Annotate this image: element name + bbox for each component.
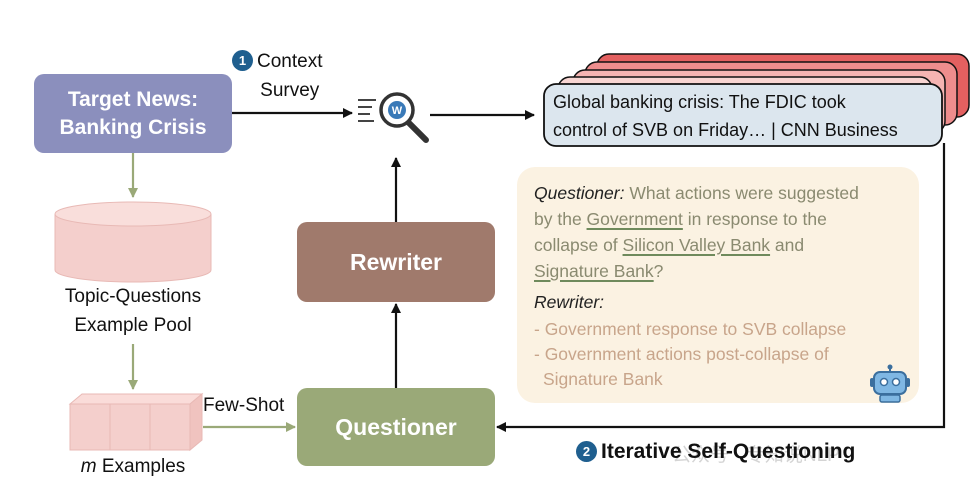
q-text-6: ? — [653, 261, 664, 281]
example-pool-cylinder — [54, 201, 212, 283]
q-text-4: collapse of — [534, 235, 623, 255]
rewriter-node: Rewriter — [297, 222, 495, 302]
search-result-text: Global banking crisis: The FDIC took con… — [553, 88, 933, 144]
few-shot-label: Few-Shot — [203, 395, 285, 416]
q-entity-svb: Silicon Valley Bank — [622, 235, 771, 255]
example-panel — [517, 167, 919, 403]
search-result-line-1: Global banking crisis: The FDIC took — [553, 92, 846, 112]
search-result-stack — [543, 53, 970, 147]
robot-icon — [870, 364, 910, 403]
watermark: 公众号 · 专知说NLP — [672, 445, 840, 466]
questioner-example-line-4: Signature Bank? — [534, 258, 663, 284]
step-2-badge: 2 — [576, 441, 597, 462]
rewriter-item-1: - Government response to SVB collapse — [534, 319, 847, 339]
arrow-results-to-questioner — [496, 143, 946, 432]
svg-text:W: W — [392, 105, 403, 117]
questioner-example-line-2: by the Government in response to the — [534, 206, 827, 232]
m-examples-text: Examples — [96, 456, 186, 477]
q-entity-government: Government — [586, 209, 683, 229]
q-text-5: and — [770, 235, 805, 255]
rewriter-role-label: Rewriter: — [534, 292, 605, 312]
m-variable: m — [80, 456, 97, 477]
target-news-node: Target News: Banking Crisis — [34, 74, 232, 153]
questioner-node: Questioner — [297, 388, 495, 466]
q-text-3: in response to the — [682, 209, 827, 229]
q-text-1: What actions were suggested — [624, 183, 859, 203]
questioner-example-line-1: Questioner: What actions were suggested — [534, 180, 859, 206]
q-entity-signature: Signature Bank — [534, 261, 654, 281]
m-examples-blocks — [68, 392, 204, 452]
step-1-badge: 1 — [232, 50, 253, 71]
context-survey-text: Context Survey — [257, 51, 323, 101]
q-text-2: by the — [534, 209, 587, 229]
iterative-text: Iterative Self-Questioning — [601, 440, 856, 463]
topic-pool-label: Topic-Questions Example Pool — [64, 286, 202, 336]
rewriter-item-2: - Government actions post-collapse of — [534, 344, 829, 364]
m-examples-label: m Examples — [66, 452, 200, 481]
search-result-line-2: control of SVB on Friday… | CNN Business — [553, 120, 898, 140]
questioner-role-label: Questioner: — [534, 183, 625, 203]
document-search-icon: W — [358, 92, 429, 143]
rewriter-item-2-cont: Signature Bank — [543, 369, 663, 389]
questioner-example-line-3: collapse of Silicon Valley Bank and — [534, 232, 804, 258]
